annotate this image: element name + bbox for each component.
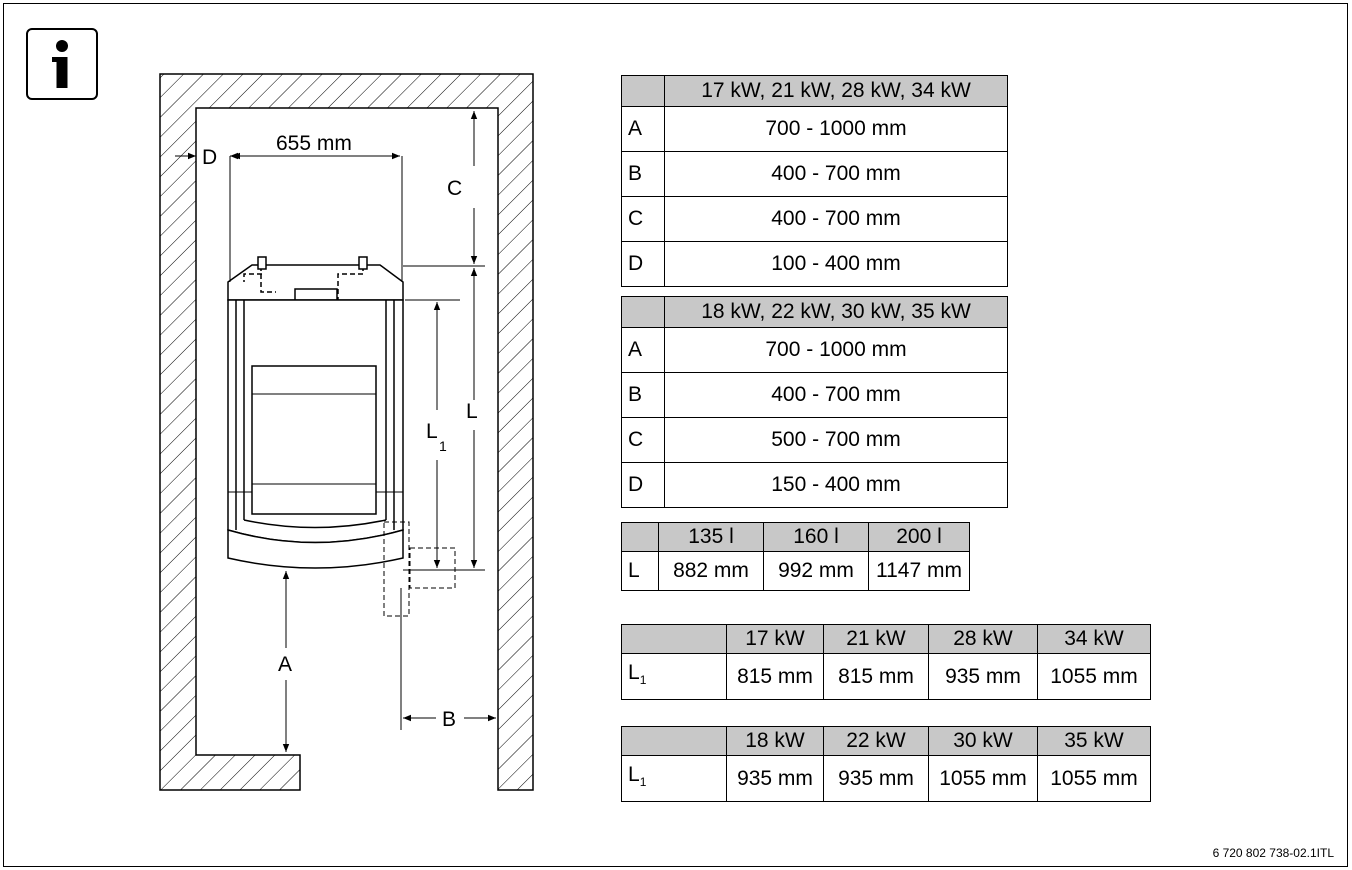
row-value: 400 - 700 mm: [664, 372, 1008, 418]
dim-label-l1-sub: 1: [439, 438, 447, 454]
col-header: 34 kW: [1037, 624, 1151, 654]
dimension-lines: [175, 111, 496, 752]
cell-value: 815 mm: [726, 652, 824, 701]
row-label: D: [621, 462, 665, 508]
row-value: 700 - 1000 mm: [664, 106, 1008, 152]
length-table-tank: 135 l 160 l 200 l L 882 mm 992 mm 1147 m…: [621, 522, 970, 591]
cell-value: 882 mm: [658, 551, 764, 591]
row-label-letter: L: [628, 661, 640, 684]
dim-label-width: 655 mm: [276, 132, 352, 155]
table-header: 17 kW, 21 kW, 28 kW, 34 kW: [664, 75, 1008, 107]
cell-value: 1147 mm: [868, 551, 970, 591]
row-label-letter: L: [628, 763, 640, 786]
cell-value: 1055 mm: [928, 754, 1038, 803]
row-value: 400 - 700 mm: [664, 196, 1008, 242]
cell-value: 935 mm: [823, 754, 929, 803]
row-label: C: [621, 417, 665, 463]
row-label: L1: [621, 652, 727, 701]
wall-hatching: [159, 73, 534, 791]
boiler-outline: [227, 256, 456, 617]
row-label-sub: 1: [639, 775, 647, 790]
dim-label-b: B: [442, 708, 456, 731]
dim-label-l1-letter: L: [426, 420, 438, 443]
row-label: B: [621, 372, 665, 418]
figure-frame: [3, 3, 1348, 867]
cell-value: 935 mm: [726, 754, 824, 803]
dim-label-a: A: [278, 653, 292, 676]
dim-label-c: C: [447, 177, 462, 200]
col-header: 21 kW: [823, 624, 929, 654]
l1-table-18-35kw: 18 kW 22 kW 30 kW 35 kW L1 935 mm 935 mm…: [621, 726, 1151, 803]
dim-label-d: D: [202, 146, 217, 169]
col-header: 200 l: [868, 522, 970, 552]
row-value: 500 - 700 mm: [664, 417, 1008, 463]
cell-value: 1055 mm: [1037, 652, 1151, 701]
col-header: 22 kW: [823, 726, 929, 756]
col-header: 28 kW: [928, 624, 1038, 654]
cell-value: 815 mm: [823, 652, 929, 701]
table-header: 18 kW, 22 kW, 30 kW, 35 kW: [664, 296, 1008, 328]
col-header: 18 kW: [726, 726, 824, 756]
row-label: B: [621, 151, 665, 197]
col-header: 30 kW: [928, 726, 1038, 756]
row-label: A: [621, 106, 665, 152]
row-label-sub: 1: [639, 673, 647, 688]
row-label: A: [621, 327, 665, 373]
row-value: 700 - 1000 mm: [664, 327, 1008, 373]
info-icon: [26, 28, 98, 100]
row-label: D: [621, 241, 665, 287]
cell-value: 1055 mm: [1037, 754, 1151, 803]
figure-reference: 6 720 802 738-02.1ITL: [1212, 846, 1334, 860]
l1-table-17-34kw: 17 kW 21 kW 28 kW 34 kW L1 815 mm 815 mm…: [621, 624, 1151, 701]
row-value: 100 - 400 mm: [664, 241, 1008, 287]
cell-value: 935 mm: [928, 652, 1038, 701]
col-header: 160 l: [763, 522, 869, 552]
row-label: C: [621, 196, 665, 242]
row-value: 150 - 400 mm: [664, 462, 1008, 508]
col-header: 35 kW: [1037, 726, 1151, 756]
dim-label-l: L: [466, 400, 478, 423]
row-label: L1: [621, 754, 727, 803]
col-header: 135 l: [658, 522, 764, 552]
row-label: L: [621, 551, 659, 591]
cell-value: 992 mm: [763, 551, 869, 591]
col-header: 17 kW: [726, 624, 824, 654]
row-value: 400 - 700 mm: [664, 151, 1008, 197]
